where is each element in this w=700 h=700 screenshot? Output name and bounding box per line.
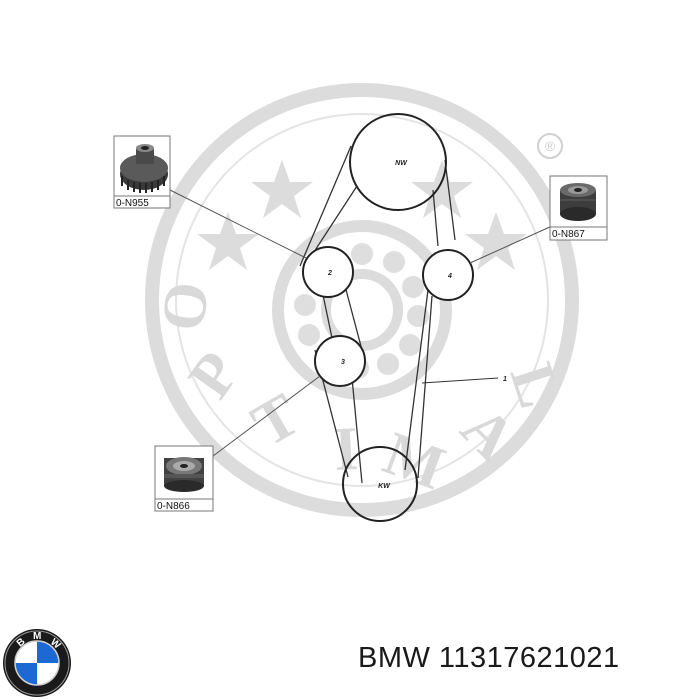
leader-n866: [204, 375, 321, 463]
wm-letter-t: T: [241, 381, 311, 461]
idler-roller-icon: [560, 183, 596, 221]
part-thumb-n866: 0-N866: [154, 445, 214, 512]
camshaft-label: NW: [395, 160, 408, 167]
camshaft-pulley: NW: [349, 113, 447, 211]
wm-letter-o: O: [149, 278, 223, 335]
svg-text:M: M: [33, 631, 41, 642]
guide-roller-icon: [164, 457, 204, 492]
leader-n867: [469, 225, 553, 264]
part-thumb-n955: 0-N955: [113, 135, 171, 209]
idler-2-label: 2: [327, 270, 332, 277]
part-code-n866: 0-N866: [157, 501, 190, 512]
part-code-n955: 0-N955: [116, 198, 149, 209]
leader-lines: [169, 189, 553, 463]
idler-pulley-2: 2: [302, 246, 354, 298]
wm-letter-p: P: [176, 340, 253, 410]
crankshaft-pulley: KW: [342, 446, 418, 522]
wm-letter-l: L: [497, 355, 574, 415]
registered-mark-icon: [537, 133, 563, 159]
part-code-n867: 0-N867: [552, 229, 585, 240]
wm-letter-i: I: [332, 415, 360, 484]
belt-callout: 1: [421, 376, 507, 384]
part-number-caption: BMW 11317621021: [358, 642, 620, 674]
leader-n955: [169, 189, 307, 259]
belt-label: 1: [503, 376, 507, 383]
registered-mark: ®: [545, 138, 556, 154]
part-thumb-n867: 0-N867: [549, 175, 608, 241]
crankshaft-label: KW: [378, 483, 391, 490]
tensioner-pulley-4: 4: [422, 249, 474, 301]
idler-pulley-3: 3: [314, 335, 366, 387]
tensioner-4-label: 4: [447, 273, 452, 280]
toothed-pulley-icon: [120, 144, 168, 193]
idler-3-label: 3: [341, 359, 345, 366]
bmw-roundel-logo: B M W: [3, 629, 71, 697]
watermark-stars: [197, 160, 527, 270]
